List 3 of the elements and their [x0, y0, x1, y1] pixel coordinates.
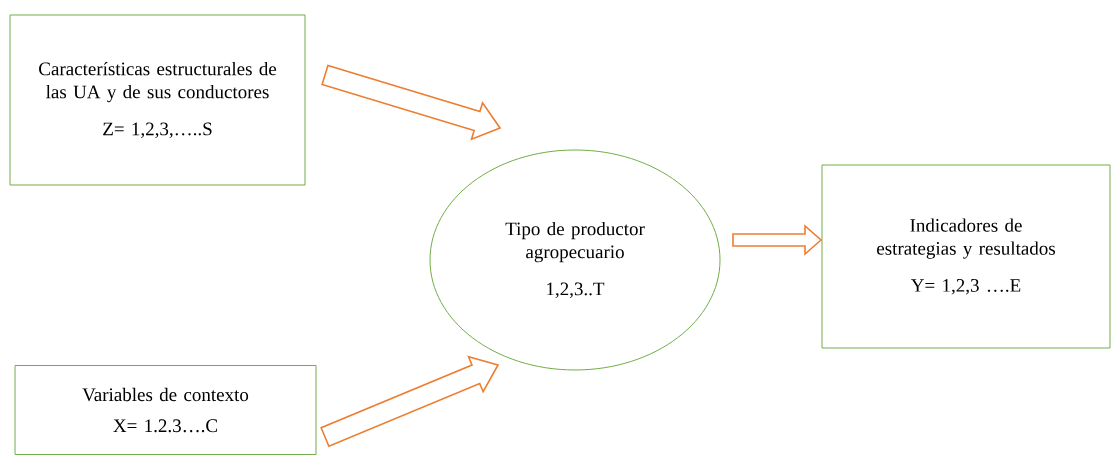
- process-box: Indicadores de estrategias y resultados Y= 1,2,3 ….E: [821, 164, 1111, 349]
- process-box: Variables de contexto X= 1.2.3….C: [14, 365, 317, 455]
- process-box: Características estructurales de las UA y de sus conductores Z= 1,2,3,…..S: [9, 14, 306, 186]
